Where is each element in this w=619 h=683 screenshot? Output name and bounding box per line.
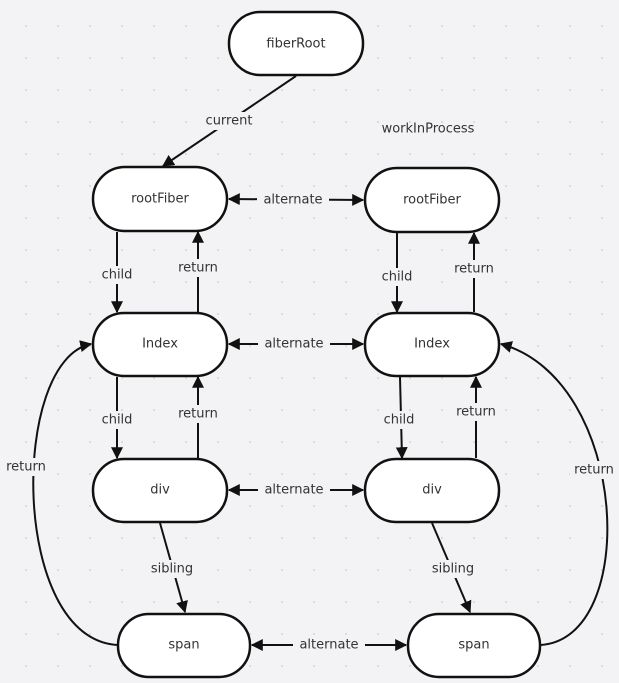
label-sibling: sibling: [432, 562, 474, 577]
node-div-wip: div: [363, 457, 501, 524]
node-label: fiberRoot: [266, 37, 325, 52]
label-child: child: [102, 413, 133, 428]
workinprocess-label: workInProcess: [382, 122, 475, 137]
edge-labels: current alternate alternate alternate al…: [2, 112, 618, 654]
label-child: child: [384, 413, 415, 428]
label-alternate: alternate: [264, 483, 323, 498]
edge-return-span-l: [32, 340, 119, 646]
label-alternate: alternate: [263, 193, 322, 208]
node-span-wip: span: [406, 612, 542, 679]
node-label: div: [422, 483, 442, 498]
node-label: rootFiber: [131, 192, 189, 207]
node-label: span: [458, 638, 489, 653]
label-return: return: [454, 262, 494, 277]
node-fiberroot: fiberRoot: [227, 10, 365, 77]
node-div-current: div: [91, 457, 229, 524]
node-index-wip: Index: [363, 311, 501, 378]
label-return: return: [178, 407, 218, 422]
node-label: Index: [142, 337, 178, 352]
node-rootfiber-current: rootFiber: [91, 165, 229, 233]
node-rootfiber-wip: rootFiber: [363, 166, 501, 234]
label-alternate: alternate: [264, 337, 323, 352]
label-child: child: [102, 268, 133, 283]
label-return: return: [574, 463, 614, 478]
node-label: div: [150, 483, 170, 498]
label-sibling: sibling: [151, 562, 193, 577]
node-span-current: span: [116, 612, 252, 679]
node-label: rootFiber: [403, 193, 461, 208]
label-return: return: [456, 405, 496, 420]
edge-return-span-r: [499, 341, 609, 646]
node-label: Index: [414, 337, 450, 352]
node-label: span: [168, 638, 199, 653]
label-child: child: [382, 270, 413, 285]
label-alternate: alternate: [299, 638, 358, 653]
label-return: return: [178, 261, 218, 276]
label-return: return: [6, 460, 46, 475]
node-index-current: Index: [91, 311, 229, 378]
label-current: current: [206, 114, 253, 129]
